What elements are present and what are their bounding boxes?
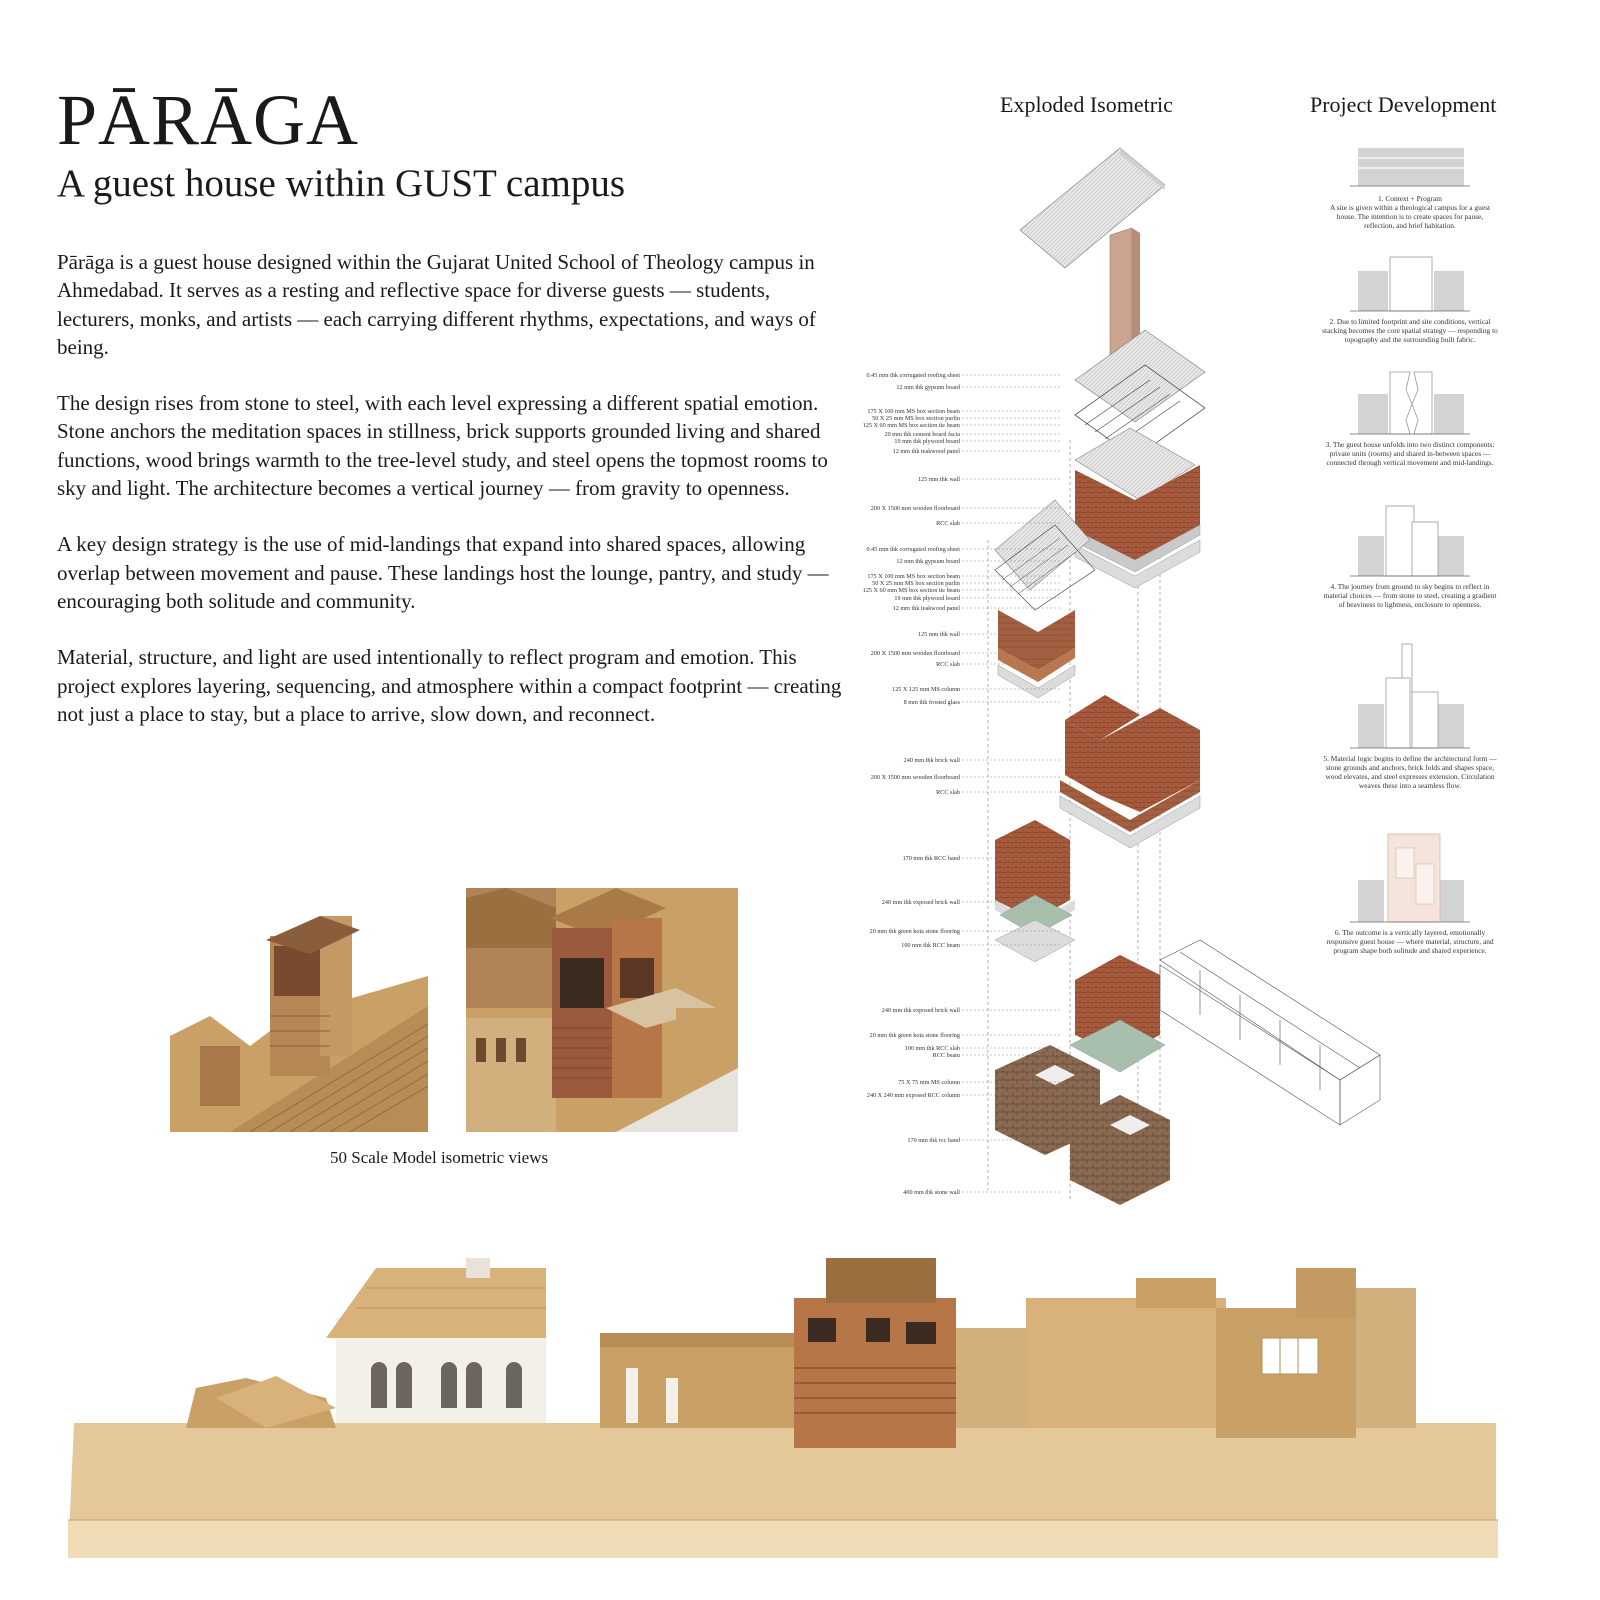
isometric-label: 240 mm thk brick wall [904,757,961,764]
description-paragraph: Pārāga is a guest house designed within … [57,250,816,359]
model-photos-caption: 50 Scale Model isometric views [330,1148,549,1167]
isometric-label: 175 X 100 mm MS box section beam [867,408,960,415]
development-step: 2. Due to limited footprint and site con… [1322,255,1498,344]
isometric-labels: 0.45 mm thk corrugated roofing sheet 12 m… [863,372,1060,1196]
development-step-caption: 6. The outcome is a vertically layered, … [1326,928,1494,955]
isometric-label: 175 X 100 mm MS box section beam [867,573,960,580]
isometric-label: 50 X 25 mm MS box section purlin [872,415,960,422]
isometric-label: 125 X 125 mm MS column [892,686,960,693]
development-step: 5. Material logic begins to define the a… [1322,642,1498,790]
isometric-label: 170 mm thk RCC band [903,855,961,862]
isometric-label: 240 mm thk exposed brick wall [882,1007,960,1014]
isometric-label: 0.45 mm thk corrugated roofing sheet [867,546,961,553]
isometric-label: 8 mm thk frosted glass [904,699,961,706]
isometric-label: 12 mm thk teakwood panel [893,448,961,455]
project-title: PĀRĀGA [57,80,360,160]
isometric-label: 19 mm thk plywood board [894,438,961,445]
project-description: Pārāga is a guest house designed within … [57,248,847,756]
exploded-isometric-drawing: 0.45 mm thk corrugated roofing sheet 12 m… [863,147,1381,1205]
isometric-label: 100 mm thk RCC beam [901,942,960,949]
development-step-caption: 1. Context + Program A site is given wit… [1329,194,1491,230]
development-step-diagram [1350,148,1470,187]
development-step-diagram [1350,643,1470,749]
isometric-label: RCC slab [936,789,960,796]
development-step-diagram [1350,833,1470,923]
isometric-label: 200 X 1500 mm wooden floorboard [871,774,961,781]
site-model-panorama [68,1258,1498,1558]
isometric-label: 100 mm thk RCC slab [905,1045,960,1052]
isometric-label: 200 X 1500 mm wooden floorboard [871,650,961,657]
development-step-caption: 5. Material logic begins to define the a… [1323,754,1497,790]
model-photo-isometric-1 [170,896,428,1132]
development-step-caption: 3. The guest house unfolds into two dist… [1325,440,1495,467]
isometric-label: 0.45 mm thk corrugated roofing sheet [867,372,961,379]
model-photo-isometric-2 [466,888,738,1132]
isometric-label: 20 mm thk green kota stone flooring [870,928,960,935]
isometric-label: 50 X 25 mm MS box section purlin [872,580,960,587]
isometric-label: RCC beam [933,1052,961,1059]
development-step-diagram [1350,371,1470,435]
development-step: 3. The guest house unfolds into two dist… [1322,370,1498,467]
project-subtitle: A guest house within GUST campus [57,162,626,205]
isometric-label: 200 X 1500 mm wooden floorboard [871,505,961,512]
isometric-label: 240 mm thk exposed brick wall [882,899,960,906]
isometric-label: 12 mm thk teakwood panel [893,605,961,612]
exploded-isometric-heading: Exploded Isometric [1000,92,1173,117]
development-step: 1. Context + Program A site is given wit… [1322,144,1498,230]
isometric-label: 75 X 75 mm MS column [898,1079,960,1086]
isometric-label: 125 mm thk wall [918,631,960,638]
isometric-label: 125 mm thk wall [918,476,960,483]
development-step: 4. The journey from ground to sky begins… [1322,496,1498,609]
development-step-diagram [1350,505,1470,577]
isometric-label: 400 mm thk stone wall [903,1189,960,1196]
isometric-label: 12 mm thk gypsum board [896,384,960,391]
isometric-label: 20 mm thk cement board facia [885,431,961,438]
description-paragraph: A key design strategy is the use of mid-… [57,532,829,613]
isometric-label: 125 X 60 mm MS box section tie beam [863,587,960,594]
isometric-label: RCC slab [936,520,960,527]
development-step: 6. The outcome is a vertically layered, … [1322,828,1498,955]
isometric-label: RCC slab [936,661,960,668]
development-step-diagram [1350,256,1470,312]
isometric-label: 20 mm thk green kota stone flooring [870,1032,960,1039]
description-paragraph: Material, structure, and light are used … [57,645,842,726]
development-step-caption: 4. The journey from ground to sky begins… [1323,582,1497,609]
project-development-heading: Project Development [1310,92,1497,117]
description-paragraph: The design rises from stone to steel, wi… [57,391,828,501]
isometric-label: 125 X 60 mm MS box section tie beam [863,422,960,429]
isometric-label: 19 mm thk plywood board [894,595,961,602]
isometric-label: 170 mm thk rcc band [907,1137,960,1144]
isometric-label: 240 X 240 mm exposed RCC column [867,1092,960,1099]
development-step-caption: 2. Due to limited footprint and site con… [1322,317,1498,344]
isometric-label: 12 mm thk gypsum board [896,558,960,565]
